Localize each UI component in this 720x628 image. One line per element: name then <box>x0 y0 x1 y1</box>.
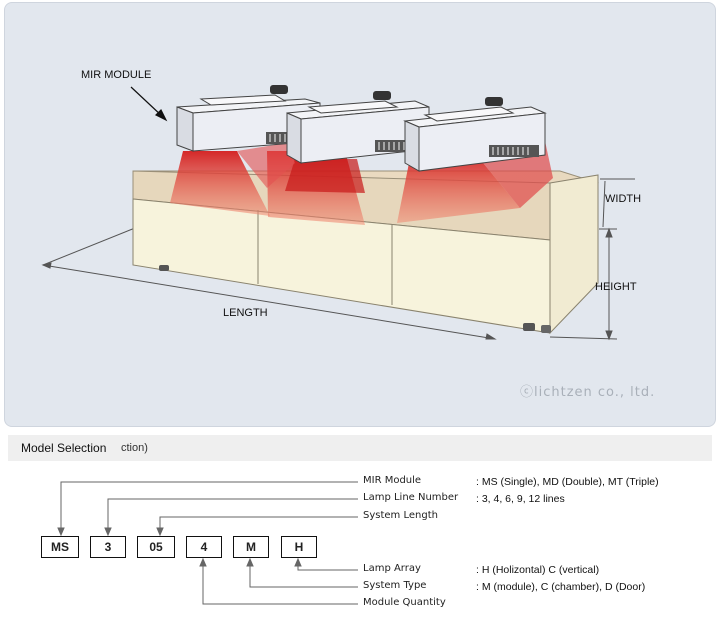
field-mir-module-desc: : MS (Single), MD (Double), MT (Triple) <box>476 476 659 488</box>
mir-module-2 <box>286 91 430 164</box>
field-system-length: System Length <box>363 510 438 521</box>
width-dimension <box>599 178 635 230</box>
lamp-beams <box>170 141 553 225</box>
callout-arrow <box>130 86 168 122</box>
field-lamp-line-number: Lamp Line Number <box>363 492 459 503</box>
illustration-panel: MIR MODULE WIDTH HEIGHT LENGTH ⓒlichtzen… <box>4 2 716 427</box>
mir-module-3 <box>403 97 547 172</box>
code-box-module: MS <box>41 536 79 558</box>
section-subtitle: ction) <box>121 442 148 454</box>
field-system-type: System Type <box>363 580 427 591</box>
code-box-quantity: 4 <box>186 536 222 558</box>
code-box-system-type: M <box>233 536 269 558</box>
length-dimension <box>41 227 497 340</box>
length-label: LENGTH <box>223 307 268 319</box>
copyright-text: ⓒlichtzen co., ltd. <box>520 385 656 400</box>
width-label: WIDTH <box>605 193 642 205</box>
mir-module-callout: MIR MODULE <box>81 69 152 81</box>
code-box-length: 05 <box>137 536 175 558</box>
field-lamp-array: Lamp Array <box>363 563 421 574</box>
field-system-type-desc: : M (module), C (chamber), D (Door) <box>476 581 646 593</box>
section-title: Model Selection <box>21 441 107 455</box>
code-box-lamp-line: 3 <box>90 536 126 558</box>
code-box-lamp-array: H <box>281 536 317 558</box>
height-dimension <box>549 227 618 341</box>
field-mir-module: MIR Module <box>363 475 422 486</box>
field-lamp-array-desc: : H (Holizontal) C (vertical) <box>476 564 600 576</box>
field-module-quantity: Module Quantity <box>363 597 446 608</box>
field-lamp-line-number-desc: : 3, 4, 6, 9, 12 lines <box>476 493 565 505</box>
mir-system-illustration <box>41 85 635 341</box>
height-label: HEIGHT <box>595 281 637 293</box>
model-selection-header: Model Selection ction) <box>8 435 712 461</box>
